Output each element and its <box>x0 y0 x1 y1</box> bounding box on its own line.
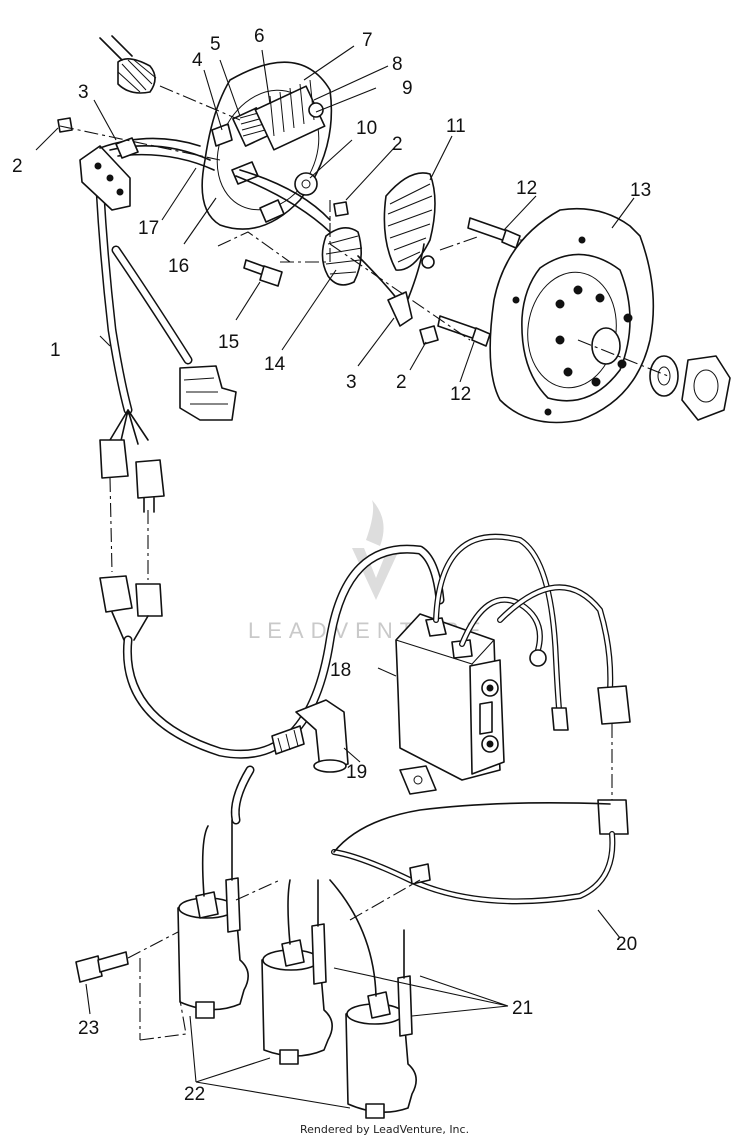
ignition-coils <box>75 819 431 1119</box>
wire-harness <box>79 137 445 759</box>
screw-2-left <box>57 117 73 133</box>
callout-16: 16 <box>168 256 189 277</box>
callout-9: 9 <box>402 78 413 99</box>
render-credit: Rendered by LeadVenture, Inc. <box>300 1123 469 1136</box>
flywheel-nut <box>681 355 731 421</box>
callout-6: 6 <box>254 26 265 47</box>
callout-2-low: 2 <box>396 372 407 393</box>
cdi-unit <box>331 533 631 905</box>
callout-11: 11 <box>446 116 466 137</box>
connector-female-b <box>135 459 165 499</box>
callout-5: 5 <box>210 34 221 55</box>
fasteners <box>57 85 560 347</box>
callout-7: 7 <box>362 30 373 51</box>
callout-4: 4 <box>192 50 203 71</box>
screw-2-mid <box>333 201 349 217</box>
leader-lines <box>35 45 635 1109</box>
callout-22: 22 <box>184 1084 205 1105</box>
callout-14: 14 <box>264 354 286 375</box>
connector-female-a <box>99 439 129 479</box>
coil-11 <box>383 172 436 271</box>
flywheel <box>489 207 731 424</box>
coil-14 <box>321 227 362 286</box>
callout-8: 8 <box>392 54 403 75</box>
callout-10: 10 <box>356 118 377 139</box>
plug-cap-body <box>295 699 349 771</box>
callout-1: 1 <box>50 340 61 361</box>
callout-20: 20 <box>616 934 637 955</box>
callout-12-lower: 12 <box>450 384 471 405</box>
charge-coil-assembly <box>321 172 436 327</box>
multi-pin-connector <box>179 365 237 421</box>
spark-plug-cap <box>230 699 349 825</box>
callout-18: 18 <box>330 660 351 681</box>
washer <box>649 355 679 397</box>
callout-2-left: 2 <box>12 156 23 177</box>
stator-assembly <box>99 35 333 233</box>
callout-19: 19 <box>346 762 367 783</box>
connector-male-b <box>135 583 163 617</box>
watermark: LEADVENTURE <box>248 500 481 643</box>
screw-2-low <box>419 325 439 345</box>
callout-12-upper: 12 <box>516 178 537 199</box>
callout-17: 17 <box>138 218 159 239</box>
connector-male-a <box>99 575 133 613</box>
bolt-23 <box>75 955 103 983</box>
callout-3-top: 3 <box>78 82 89 103</box>
callout-labels: 1 2 2 2 3 3 4 5 6 7 8 9 10 11 12 12 13 1… <box>12 26 651 1105</box>
spring-part <box>117 58 156 94</box>
callout-15: 15 <box>218 332 239 353</box>
callout-2-mid: 2 <box>392 134 403 155</box>
callout-23: 23 <box>78 1018 99 1039</box>
callout-21: 21 <box>512 998 533 1019</box>
callout-13: 13 <box>630 180 651 201</box>
bracket-3 <box>387 291 413 327</box>
callout-3-low: 3 <box>346 372 357 393</box>
